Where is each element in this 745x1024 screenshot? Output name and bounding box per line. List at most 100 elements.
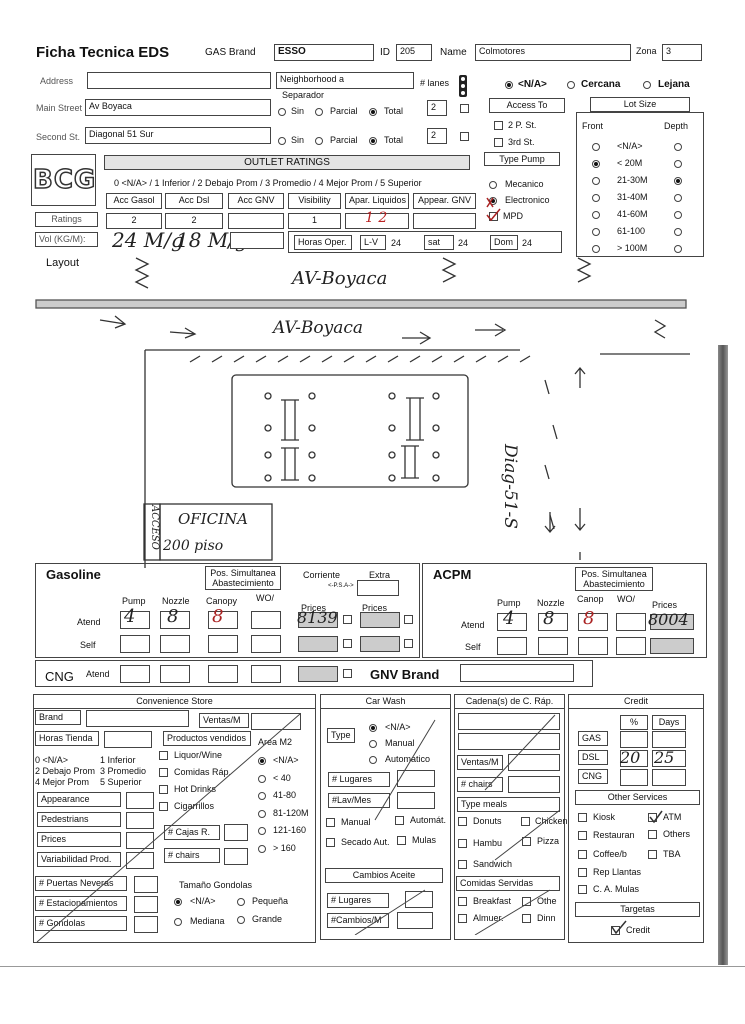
- cng-price-check[interactable]: [343, 669, 352, 678]
- store-horas-field[interactable]: [104, 731, 152, 748]
- store-ventas-field[interactable]: [251, 713, 301, 730]
- lanes-main-field[interactable]: 2: [427, 100, 447, 116]
- cadena-almuer-check[interactable]: [458, 914, 467, 923]
- gnv-brand-field[interactable]: [460, 664, 574, 682]
- lot-depth-radio[interactable]: [674, 160, 682, 168]
- gasoline-self-field[interactable]: [120, 635, 150, 653]
- gasoline-atend-field[interactable]: [120, 611, 150, 629]
- cadena-chairs-field[interactable]: [508, 776, 560, 793]
- lot-front-radio[interactable]: [592, 177, 600, 185]
- gondola-na-radio[interactable]: [174, 898, 182, 906]
- cadena-donuts-check[interactable]: [458, 817, 467, 826]
- cng-atend-field[interactable]: [251, 665, 281, 683]
- svc-kiosk-check[interactable]: [578, 813, 587, 822]
- store-area-radio[interactable]: [258, 827, 266, 835]
- store-rating-field[interactable]: [126, 812, 154, 829]
- lot-depth-radio[interactable]: [674, 228, 682, 236]
- credit-pct-field[interactable]: [620, 769, 648, 786]
- gasoline-extra-atend-check[interactable]: [404, 615, 413, 624]
- gondola-mediana-radio[interactable]: [174, 918, 182, 926]
- access-2p-check[interactable]: [494, 121, 503, 130]
- lot-front-radio[interactable]: [592, 245, 600, 253]
- carwash-automatico-radio[interactable]: [369, 756, 377, 764]
- access-3rd-check[interactable]: [494, 138, 503, 147]
- store-cajas-field[interactable]: [224, 824, 248, 841]
- sep-second-parcial-radio[interactable]: [315, 137, 323, 145]
- carwash-lugares-field[interactable]: [397, 770, 435, 787]
- store-product-check[interactable]: [159, 768, 168, 777]
- main-street-field[interactable]: Av Boyaca: [85, 99, 271, 116]
- lot-front-radio[interactable]: [592, 211, 600, 219]
- acpm-atend-field[interactable]: [616, 613, 646, 631]
- lot-front-radio[interactable]: [592, 143, 600, 151]
- address-field[interactable]: [87, 72, 271, 89]
- gasoline-self-field[interactable]: [208, 635, 238, 653]
- store-neveras-field[interactable]: [134, 876, 158, 893]
- lot-depth-radio[interactable]: [674, 211, 682, 219]
- store-product-check[interactable]: [159, 802, 168, 811]
- proximity-cercana-radio[interactable]: [567, 81, 575, 89]
- store-area-radio[interactable]: [258, 757, 266, 765]
- acpm-atend-field[interactable]: [578, 613, 608, 631]
- carwash-na-radio[interactable]: [369, 724, 377, 732]
- cng-price-field[interactable]: [298, 666, 338, 682]
- acpm-self-field[interactable]: [538, 637, 568, 655]
- gasoline-price-self-check[interactable]: [343, 639, 352, 648]
- credit-days-field[interactable]: [652, 769, 686, 786]
- name-field[interactable]: Colmotores: [475, 44, 631, 61]
- carwash-secado-check[interactable]: [326, 838, 335, 847]
- gasoline-extra-self-check[interactable]: [404, 639, 413, 648]
- rating-field[interactable]: [228, 213, 284, 229]
- gas-brand-field[interactable]: ESSO: [274, 44, 374, 61]
- cadena-chicken-check[interactable]: [521, 817, 530, 826]
- acpm-self-field[interactable]: [578, 637, 608, 655]
- carwash-manual-radio[interactable]: [369, 740, 377, 748]
- cadena-sandwich-check[interactable]: [458, 860, 467, 869]
- lanes-second-field[interactable]: 2: [427, 128, 447, 144]
- gasoline-extra-field[interactable]: [357, 580, 399, 596]
- carwash-manual2-check[interactable]: [326, 818, 335, 827]
- sep-main-total-radio[interactable]: [369, 108, 377, 116]
- carwash-lav-field[interactable]: [397, 792, 435, 809]
- lot-depth-radio[interactable]: [674, 177, 682, 185]
- store-area-radio[interactable]: [258, 809, 266, 818]
- gasoline-price-atend[interactable]: [298, 612, 338, 628]
- carwash-mulas-check[interactable]: [397, 836, 406, 845]
- svc-rep-check[interactable]: [578, 868, 587, 877]
- rating-field[interactable]: 2: [165, 213, 223, 229]
- sep-main-sin-radio[interactable]: [278, 108, 286, 116]
- svc-tba-check[interactable]: [648, 850, 657, 859]
- store-brand-field[interactable]: [86, 710, 189, 727]
- cadena-hambu-check[interactable]: [458, 839, 467, 848]
- gasoline-atend-field[interactable]: [251, 611, 281, 629]
- svc-coffee-check[interactable]: [578, 850, 587, 859]
- svc-restauran-check[interactable]: [578, 831, 587, 840]
- cadena-breakfast-check[interactable]: [458, 897, 467, 906]
- credit-days-field[interactable]: [652, 750, 686, 767]
- lanes-second-check[interactable]: [460, 132, 469, 141]
- lot-front-radio[interactable]: [592, 228, 600, 236]
- rating-field[interactable]: [345, 213, 409, 229]
- store-area-radio[interactable]: [258, 792, 266, 800]
- rating-field[interactable]: 1: [288, 213, 341, 229]
- cadena-ventas-field[interactable]: [508, 754, 560, 771]
- vol-gnv-field[interactable]: [230, 232, 284, 249]
- credit-pct-field[interactable]: [620, 731, 648, 748]
- store-chairs-field[interactable]: [224, 848, 248, 865]
- sep-second-total-radio[interactable]: [369, 137, 377, 145]
- cadena-pizza-check[interactable]: [522, 837, 531, 846]
- lot-depth-radio[interactable]: [674, 194, 682, 202]
- second-street-field[interactable]: Diagonal 51 Sur: [85, 127, 271, 144]
- neighborhood-field[interactable]: Neighborhood a: [276, 72, 414, 89]
- gasoline-atend-field[interactable]: [208, 611, 238, 629]
- cadena-field-1[interactable]: [458, 713, 560, 730]
- store-product-check[interactable]: [159, 785, 168, 794]
- acpm-self-field[interactable]: [616, 637, 646, 655]
- gasoline-self-field[interactable]: [251, 635, 281, 653]
- store-product-check[interactable]: [159, 751, 168, 760]
- acpm-price-self[interactable]: [650, 638, 694, 654]
- gasoline-price-self[interactable]: [298, 636, 338, 652]
- acpm-atend-field[interactable]: [538, 613, 568, 631]
- gasoline-atend-field[interactable]: [160, 611, 190, 629]
- acpm-price-atend[interactable]: [650, 614, 694, 630]
